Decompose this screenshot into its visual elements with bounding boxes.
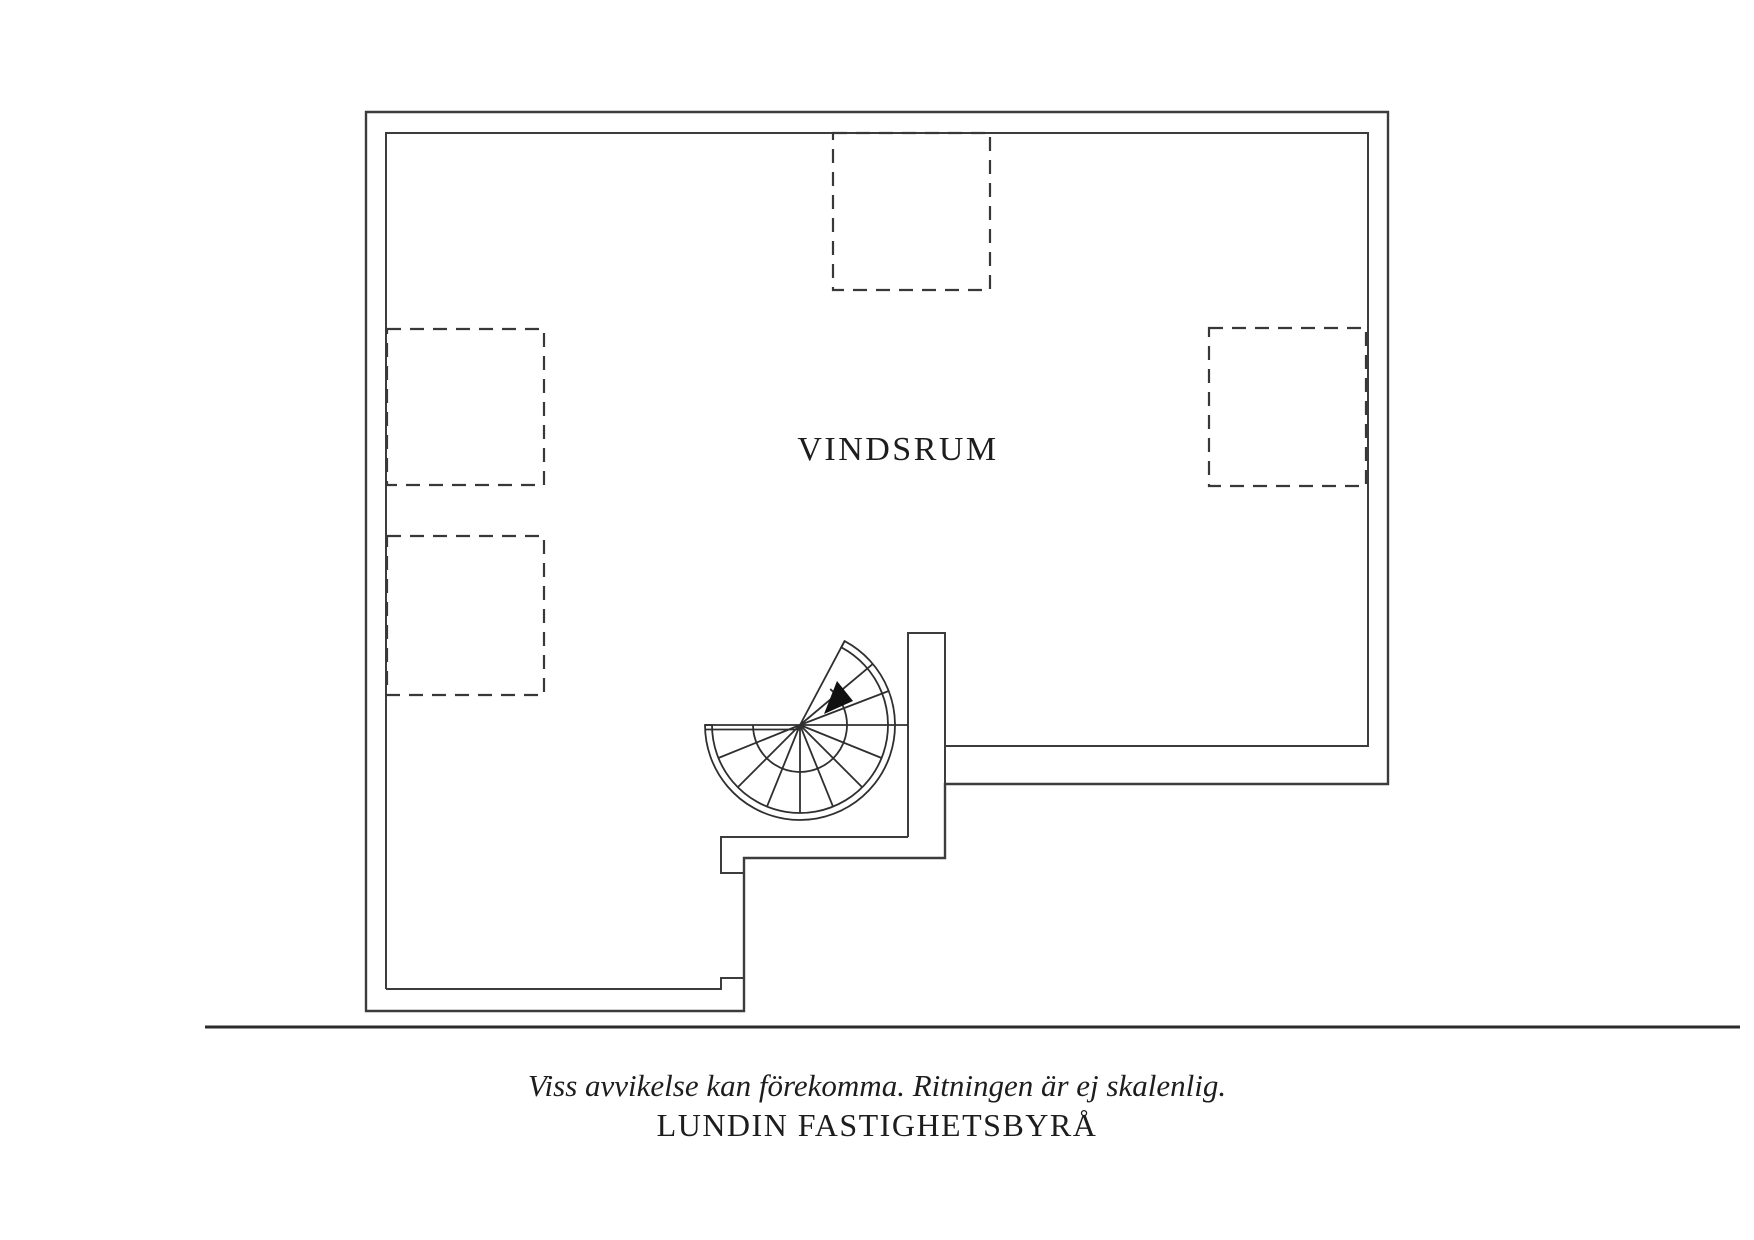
spiral-staircase-icon xyxy=(704,639,908,821)
skylight-boxes xyxy=(385,131,1368,697)
skylight-box-left-lower xyxy=(385,534,546,697)
skylight-box-top xyxy=(831,131,992,292)
room-label: VINDSRUM xyxy=(797,431,998,468)
skylight-box-left-upper xyxy=(385,327,546,487)
footer-brand: LUNDIN FASTIGHETSBYRÅ xyxy=(657,1107,1098,1143)
skylight-box-right xyxy=(1207,326,1368,488)
inner-wall xyxy=(385,132,1369,990)
stair-direction-arrow-icon xyxy=(824,681,853,714)
outer-wall xyxy=(364,110,1390,1013)
footer-disclaimer: Viss avvikelse kan förekomma. Ritningen … xyxy=(528,1068,1226,1103)
